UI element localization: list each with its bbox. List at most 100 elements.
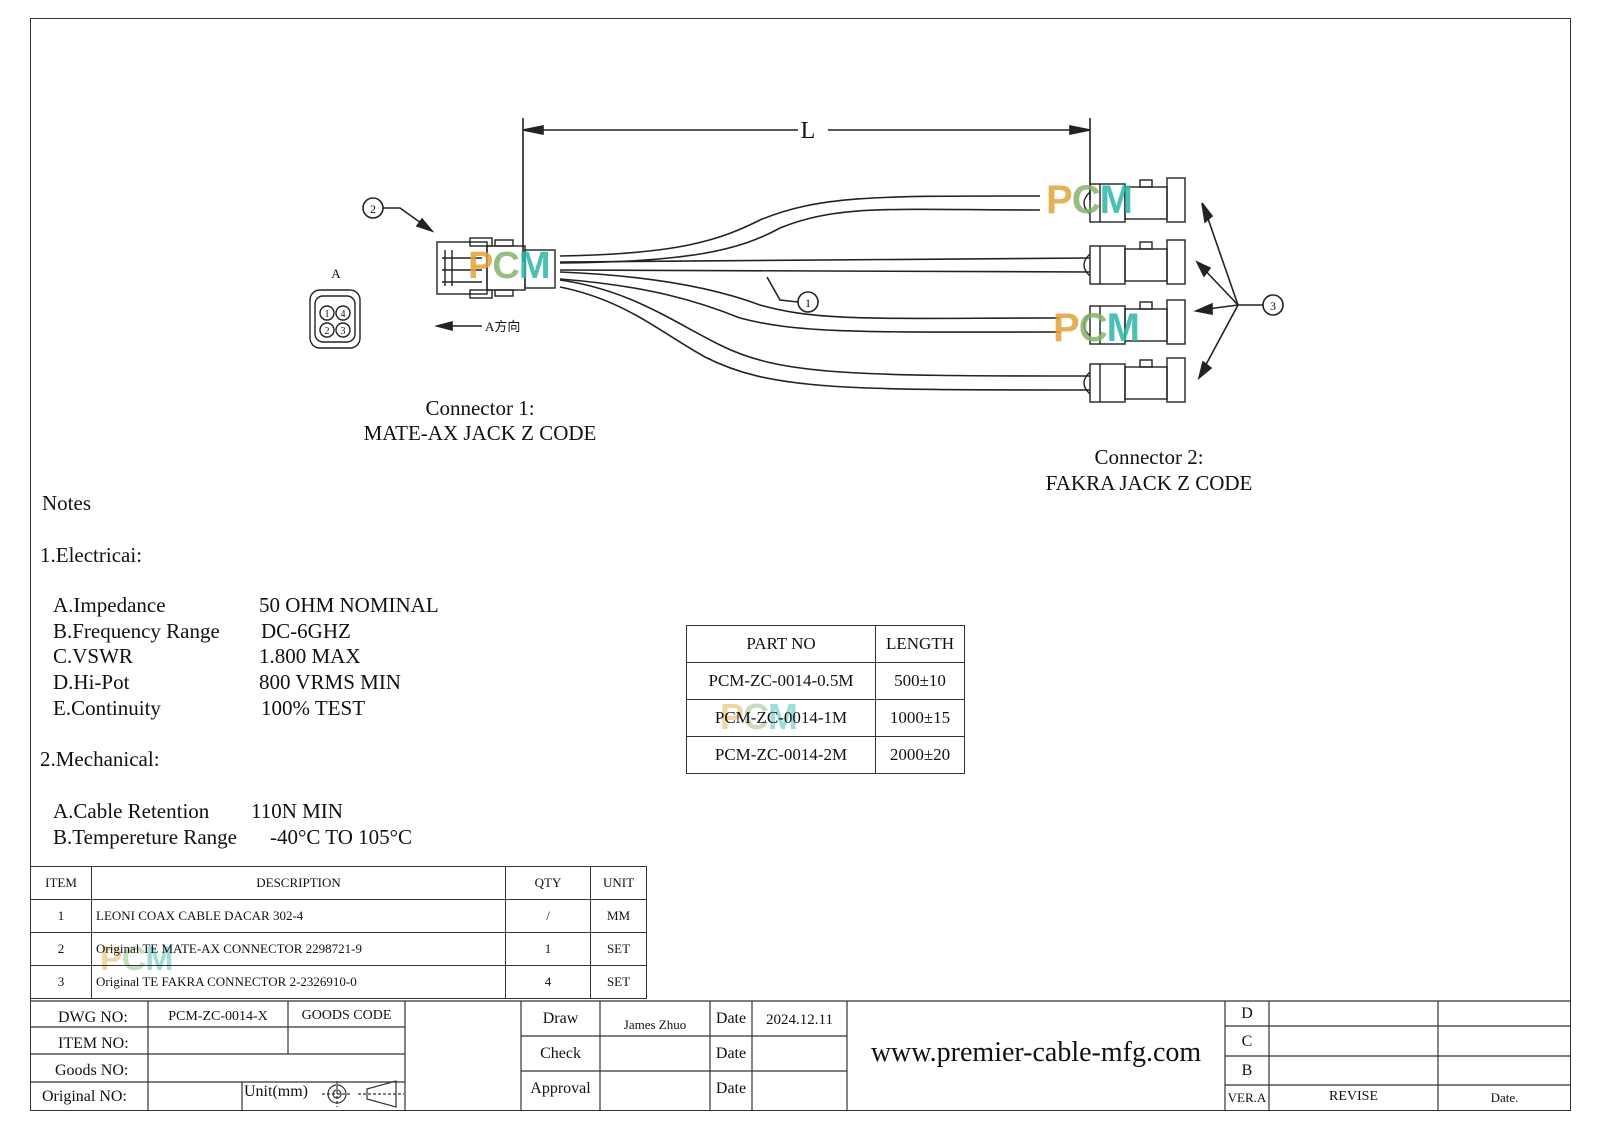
table-row: 3 Original TE FAKRA CONNECTOR 2-2326910-… bbox=[30, 965, 647, 999]
pin-4-number: 4 bbox=[341, 309, 346, 320]
drawing-border bbox=[30, 18, 1571, 1111]
item-no-label: ITEM NO: bbox=[58, 1035, 129, 1052]
date-label: Date bbox=[715, 1045, 747, 1062]
callout-2-circle bbox=[362, 197, 384, 219]
version-label: VER.A bbox=[1227, 1090, 1267, 1105]
spec-value: 1.800 MAX bbox=[259, 644, 361, 668]
spec-value: 100% TEST bbox=[261, 696, 366, 720]
direction-arrow-head bbox=[433, 320, 453, 332]
callout-2-number: 2 bbox=[370, 202, 376, 216]
table-cell: SET bbox=[590, 965, 647, 999]
notes-heading: Notes bbox=[42, 491, 91, 515]
table-cell: 2000±20 bbox=[875, 736, 965, 774]
table-cell: 1 bbox=[505, 932, 591, 966]
table-header-row: PART NO LENGTH bbox=[686, 625, 965, 663]
face-view-a bbox=[309, 289, 361, 349]
callout-1-leader bbox=[766, 276, 799, 303]
spec-value: 50 OHM NOMINAL bbox=[259, 593, 439, 617]
unit-label: Unit(mm) bbox=[244, 1083, 308, 1100]
mechanical-heading: 2.Mechanical: bbox=[40, 747, 160, 771]
connector1-name: MATE-AX JACK Z CODE bbox=[363, 421, 597, 445]
view-label: A bbox=[331, 266, 341, 281]
spec-value: DC-6GHZ bbox=[261, 619, 351, 643]
spec-name: C.VSWR bbox=[53, 644, 133, 668]
table-cell: MM bbox=[590, 899, 647, 933]
table-cell: 2 bbox=[30, 932, 92, 966]
fakra-connector-1 bbox=[1083, 177, 1186, 223]
table-row: PCM-ZC-0014-2M 2000±20 bbox=[686, 736, 965, 774]
pin-3-number: 3 bbox=[341, 326, 346, 337]
table-cell: / bbox=[505, 899, 591, 933]
goods-code-label: GOODS CODE bbox=[301, 1008, 392, 1023]
watermark-1: PCM bbox=[468, 245, 550, 287]
table-cell: SET bbox=[590, 932, 647, 966]
spec-name: B.Tempereture Range bbox=[53, 825, 237, 849]
spec-name: A.Impedance bbox=[53, 593, 166, 617]
table-header: ITEM bbox=[30, 866, 92, 900]
table-header: PART NO bbox=[686, 625, 876, 663]
revise-label: REVISE bbox=[1329, 1089, 1378, 1104]
table-row: 1 LEONI COAX CABLE DACAR 302-4 / MM bbox=[30, 899, 647, 933]
revision-c: C bbox=[1241, 1033, 1253, 1050]
website-link[interactable]: www.premier-cable-mfg.com bbox=[870, 1037, 1202, 1068]
revise-date-label: Date. bbox=[1490, 1090, 1519, 1105]
fakra-connector-4 bbox=[1083, 357, 1186, 403]
draw-date: 2024.12.11 bbox=[766, 1012, 833, 1028]
callout-3-leader-1 bbox=[1204, 209, 1239, 306]
electrical-heading: 1.Electricai: bbox=[40, 543, 143, 567]
connector1-title: Connector 1: bbox=[425, 396, 535, 420]
date-label: Date bbox=[715, 1010, 747, 1027]
table-cell: PCM-ZC-0014-2M bbox=[686, 736, 876, 774]
table-cell: 4 bbox=[505, 965, 591, 999]
spec-name: E.Continuity bbox=[53, 696, 161, 720]
callout-1-circle bbox=[797, 291, 819, 313]
spec-name: B.Frequency Range bbox=[53, 619, 220, 643]
spec-name: D.Hi-Pot bbox=[53, 670, 130, 694]
table-cell: PCM-ZC-0014-1M bbox=[686, 699, 876, 737]
callout-1-number: 1 bbox=[805, 296, 811, 310]
connector2-name: FAKRA JACK Z CODE bbox=[1045, 471, 1253, 495]
dimension-label: L bbox=[801, 118, 816, 144]
table-header: DESCRIPTION bbox=[91, 866, 506, 900]
cable-4 bbox=[559, 279, 1091, 391]
table-cell: 1000±15 bbox=[875, 699, 965, 737]
cable-2 bbox=[559, 257, 1091, 273]
callout-3-number: 3 bbox=[1270, 299, 1276, 313]
cable-3 bbox=[559, 271, 1061, 333]
table-cell: Original TE MATE-AX CONNECTOR 2298721-9 bbox=[91, 932, 506, 966]
table-header: UNIT bbox=[590, 866, 647, 900]
direction-label: A方向 bbox=[485, 319, 520, 334]
table-header: LENGTH bbox=[875, 625, 965, 663]
revision-b: B bbox=[1241, 1062, 1253, 1079]
fakra-connector-2 bbox=[1083, 239, 1186, 285]
date-label: Date bbox=[715, 1080, 747, 1097]
table-row: 2 Original TE MATE-AX CONNECTOR 2298721-… bbox=[30, 932, 647, 966]
table-cell: Original TE FAKRA CONNECTOR 2-2326910-0 bbox=[91, 965, 506, 999]
projection-symbol bbox=[322, 1080, 404, 1108]
dwg-no-label: DWG NO: bbox=[58, 1009, 128, 1026]
part-number-table: PART NO LENGTH PCM-ZC-0014-0.5M 500±10 P… bbox=[686, 625, 965, 774]
table-cell: 1 bbox=[30, 899, 92, 933]
dwg-no-value: PCM-ZC-0014-X bbox=[168, 1009, 268, 1024]
callout-3-leader-4 bbox=[1201, 304, 1239, 373]
pin-1-number: 1 bbox=[325, 309, 330, 320]
table-cell: 3 bbox=[30, 965, 92, 999]
table-cell: 500±10 bbox=[875, 662, 965, 700]
callout-2-leader bbox=[383, 207, 429, 229]
table-row: PCM-ZC-0014-1M 1000±15 bbox=[686, 699, 965, 737]
table-row: PCM-ZC-0014-0.5M 500±10 bbox=[686, 662, 965, 700]
title-block-grid bbox=[30, 1000, 1571, 1111]
mate-ax-connector bbox=[436, 237, 556, 299]
original-no-label: Original NO: bbox=[42, 1088, 127, 1105]
spec-value: 800 VRMS MIN bbox=[259, 670, 401, 694]
table-header-row: ITEM DESCRIPTION QTY UNIT bbox=[30, 866, 647, 900]
connector2-title: Connector 2: bbox=[1094, 445, 1204, 469]
cable-1 bbox=[559, 195, 1041, 264]
check-label: Check bbox=[540, 1045, 581, 1062]
bom-table: ITEM DESCRIPTION QTY UNIT 1 LEONI COAX C… bbox=[30, 866, 647, 999]
table-cell: LEONI COAX CABLE DACAR 302-4 bbox=[91, 899, 506, 933]
watermark-2: PCM bbox=[1046, 178, 1133, 222]
fakra-connector-3 bbox=[1083, 299, 1186, 345]
goods-no-label: Goods NO: bbox=[55, 1062, 129, 1079]
